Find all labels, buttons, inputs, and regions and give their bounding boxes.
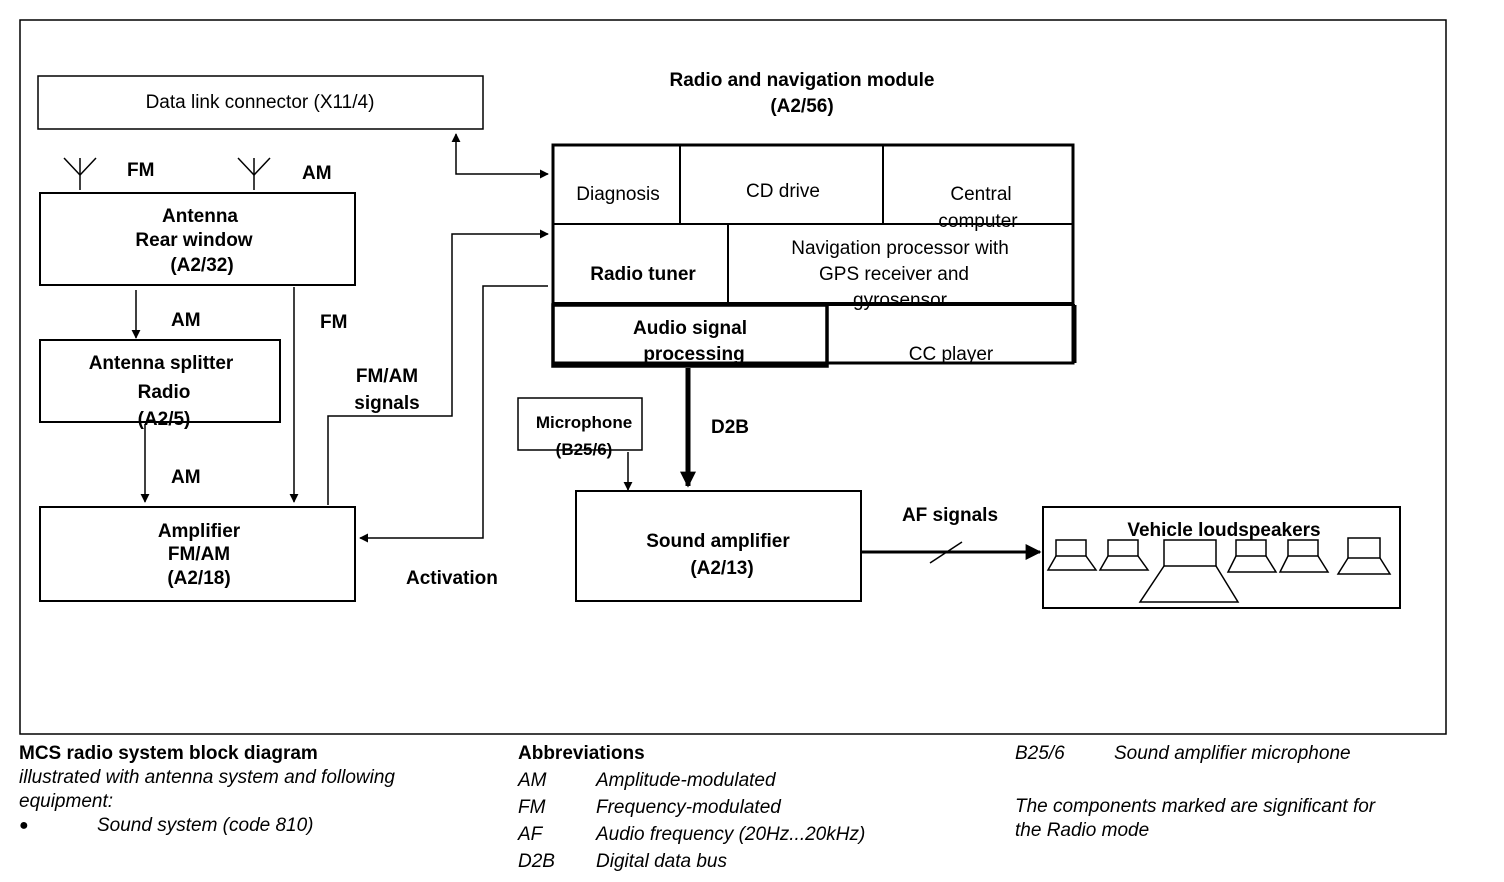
svg-text:Antenna: Antenna — [162, 206, 238, 227]
fmam-signals-label-1: FM/AM — [356, 366, 418, 387]
svg-text:Radio: Radio — [138, 382, 191, 403]
legend-title: MCS radio system block diagram — [19, 743, 318, 764]
svg-text:FM/AM: FM/AM — [168, 544, 230, 565]
abbreviations: Abbreviations AM Amplitude-modulated FM … — [518, 742, 988, 874]
svg-text:(A2/13): (A2/13) — [690, 558, 753, 579]
b25-row: B25/6 Sound amplifier microphone — [1015, 742, 1485, 766]
activation-line — [359, 285, 548, 543]
note-line-2: the Radio mode — [1015, 820, 1150, 841]
b25-key: B25/6 — [1015, 743, 1065, 764]
d2b-label: D2B — [711, 417, 749, 438]
am-antenna-icon — [237, 157, 271, 190]
speaker-icon — [1278, 539, 1330, 573]
abbreviation-row: AF Audio frequency (20Hz...20kHz) — [518, 823, 988, 847]
svg-text:Sound amplifier: Sound amplifier — [646, 531, 790, 552]
svg-text:(A2/32): (A2/32) — [170, 255, 233, 276]
abbr-value: Audio frequency (20Hz...20kHz) — [596, 824, 866, 845]
module-cell-nav-processor-3: gyrosensor — [853, 290, 948, 311]
speaker-icon — [1226, 539, 1278, 573]
legend-right: B25/6 Sound amplifier microphone The com… — [1015, 742, 1485, 843]
fm-antenna-label: FM — [127, 160, 154, 181]
svg-text:Antenna splitter: Antenna splitter — [89, 353, 234, 374]
activation-label: Activation — [406, 568, 498, 589]
af-signals-label: AF signals — [902, 505, 998, 526]
note-line-1: The components marked are significant fo… — [1015, 796, 1376, 817]
b25-value: Sound amplifier microphone — [1114, 743, 1351, 764]
abbreviation-row: FM Frequency-modulated — [518, 796, 988, 820]
module-cell-central-computer-2: computer — [938, 211, 1018, 232]
antenna-splitter-block: Antenna splitter Radio (A2/5) — [39, 339, 281, 430]
sound-amplifier-block: Sound amplifier (A2/13) — [575, 490, 862, 602]
fmam-signals-line — [327, 229, 549, 505]
speaker-icon — [1138, 539, 1240, 603]
legend-bullet-row: ● Sound system (code 810) — [19, 814, 489, 838]
module-cell-diagnosis: Diagnosis — [576, 184, 659, 205]
bullet-icon: ● — [19, 817, 29, 834]
module-cell-cd-drive: CD drive — [746, 181, 820, 202]
legend-left: MCS radio system block diagram illustrat… — [19, 742, 489, 838]
microphone-block: Microphone (B25/6) — [517, 397, 643, 459]
abbr-key: D2B — [518, 851, 555, 872]
abbreviation-row: AM Amplitude-modulated — [518, 769, 988, 793]
svg-text:(A2/18): (A2/18) — [167, 568, 230, 589]
loudspeakers-label: Vehicle loudspeakers — [1127, 520, 1320, 541]
af-signals-slash — [929, 541, 963, 564]
module-cell-audio-signal-2: processing — [643, 344, 744, 365]
abbr-value: Amplitude-modulated — [596, 770, 776, 791]
loudspeakers-block — [1042, 506, 1401, 609]
legend-bullet-text: Sound system (code 810) — [97, 815, 314, 836]
radio-navigation-module — [551, 143, 1077, 368]
am-signal-label-1: AM — [171, 310, 201, 331]
svg-text:Rear window: Rear window — [135, 230, 252, 251]
abbreviations-title: Abbreviations — [518, 743, 645, 764]
module-cell-nav-processor-1: Navigation processor with — [791, 238, 1009, 259]
svg-text:Microphone: Microphone — [536, 413, 632, 432]
module-cell-nav-processor-2: GPS receiver and — [819, 264, 969, 285]
speaker-icon — [1046, 539, 1098, 571]
amplifier-block: Amplifier FM/AM (A2/18) — [39, 506, 356, 602]
fm-antenna-icon — [63, 157, 97, 190]
module-cell-central-computer-1: Central — [950, 184, 1011, 205]
abbr-value: Frequency-modulated — [596, 797, 781, 818]
speaker-icon — [1098, 539, 1150, 571]
svg-text:Data link connector (X11/4): Data link connector (X11/4) — [146, 92, 375, 113]
abbr-key: AF — [518, 824, 543, 845]
svg-text:(A2/5): (A2/5) — [138, 409, 191, 430]
abbr-key: FM — [518, 797, 546, 818]
fm-signal-label-1: FM — [320, 312, 347, 333]
diagram-frame — [19, 19, 1447, 735]
am-signal-label-2: AM — [171, 467, 201, 488]
module-code: (A2/56) — [770, 96, 833, 117]
abbr-value: Digital data bus — [596, 851, 727, 872]
am-antenna-label: AM — [302, 163, 332, 184]
abbreviation-row: D2B Digital data bus — [518, 850, 988, 874]
module-cell-cc-player: CC player — [909, 344, 994, 365]
legend-line-3: equipment: — [19, 791, 114, 812]
svg-text:(B25/6): (B25/6) — [556, 440, 613, 459]
module-cell-audio-signal-1: Audio signal — [633, 318, 747, 339]
module-cell-radio-tuner: Radio tuner — [590, 264, 696, 285]
abbr-key: AM — [518, 770, 547, 791]
data-link-connector-block: Data link connector (X11/4) — [37, 75, 484, 130]
fmam-signals-label-2: signals — [354, 393, 419, 414]
antenna-block: Antenna Rear window (A2/32) — [39, 192, 356, 286]
speaker-icon — [1336, 537, 1392, 575]
legend-line-2: illustrated with antenna system and foll… — [19, 767, 395, 788]
block-diagram: Radio and navigation module (A2/56) Data… — [19, 19, 1447, 735]
module-title: Radio and navigation module — [670, 70, 935, 91]
diagnosis-data-link-line — [451, 133, 549, 179]
svg-text:Amplifier: Amplifier — [158, 521, 241, 542]
